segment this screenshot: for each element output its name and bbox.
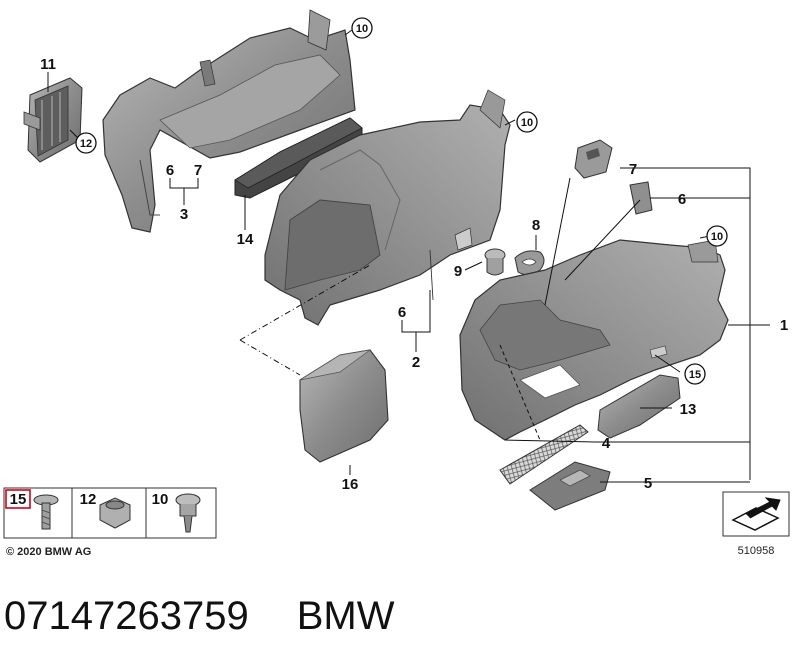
diagram-number: 510958 <box>738 545 775 557</box>
part-3-left-trim-upper <box>102 9 356 233</box>
callout-9: 9 <box>454 263 462 280</box>
part-number: 07147263759 <box>4 594 249 638</box>
callout-1: 1 <box>780 317 788 334</box>
leader-lines <box>47 29 770 483</box>
callout-14: 14 <box>237 231 254 248</box>
part-1-right-trim <box>459 239 729 441</box>
callout-16: 16 <box>342 476 359 493</box>
svg-text:12: 12 <box>80 138 92 150</box>
part-5-mat <box>529 461 611 511</box>
fastener-legend: 15 12 10 <box>3 487 217 539</box>
legend-highlight-box <box>5 489 31 509</box>
callout-6-a: 6 <box>166 162 174 179</box>
part-8-handle <box>514 250 545 276</box>
legend-label-15: 15 <box>10 491 27 508</box>
part-6-piece <box>629 181 653 215</box>
part-14-foam <box>234 117 363 199</box>
clip-icon <box>175 493 201 533</box>
legend-label-10: 10 <box>152 491 169 508</box>
callout-8: 8 <box>532 217 540 234</box>
legend-label-12: 12 <box>80 491 97 508</box>
callout-11: 11 <box>40 56 56 73</box>
callout-4: 4 <box>602 435 611 452</box>
callout-3: 3 <box>180 206 188 223</box>
callout-12: 12 <box>75 132 97 154</box>
callout-10-b: 10 <box>516 111 538 133</box>
callout-10-c: 10 <box>706 225 728 247</box>
callout-15: 15 <box>684 363 706 385</box>
callout-5: 5 <box>644 475 652 492</box>
part-13-block <box>597 374 681 439</box>
part-4-net <box>499 424 589 485</box>
svg-text:10: 10 <box>356 23 368 35</box>
callout-6-c: 6 <box>678 191 686 208</box>
part-11-bracket <box>23 77 83 163</box>
svg-text:10: 10 <box>711 231 723 243</box>
callout-2: 2 <box>412 354 420 371</box>
part-9-clip <box>484 248 506 276</box>
svg-text:15: 15 <box>689 369 701 381</box>
copyright-text: © 2020 BMW AG <box>6 546 91 558</box>
reference-icon-box <box>722 491 790 537</box>
nut-icon <box>99 497 131 529</box>
callout-10-a: 10 <box>351 17 373 39</box>
part-caption: 07147263759 BMW <box>0 590 800 650</box>
callout-7-a: 7 <box>194 162 202 179</box>
bolt-icon <box>33 494 59 530</box>
svg-text:10: 10 <box>521 117 533 129</box>
part-7-cover <box>574 139 613 179</box>
part-2-center-trim <box>264 89 511 326</box>
callout-13: 13 <box>680 401 697 418</box>
part-16-cover <box>299 349 389 463</box>
parts-diagram: 10 10 10 12 15 11 6 7 3 14 8 9 6 2 16 7 … <box>3 9 790 558</box>
callout-6-b: 6 <box>398 304 406 321</box>
brand-name: BMW <box>296 594 395 638</box>
callout-7-b: 7 <box>629 161 637 178</box>
